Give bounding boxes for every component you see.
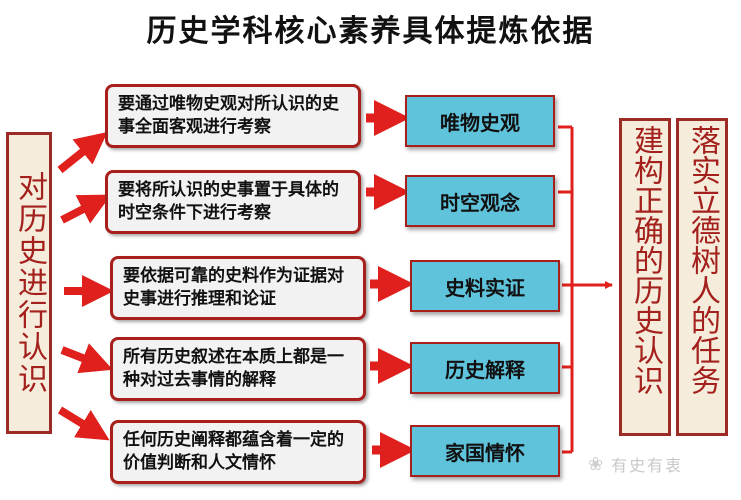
left-arrow-5 xyxy=(57,406,110,441)
wechat-icon: ❀ xyxy=(588,453,606,475)
desc-box-4: 所有历史叙述在本质上都是一种对过去事情的解释 xyxy=(110,337,366,401)
concept-box-5: 家国情怀 xyxy=(410,425,560,477)
left-arrow-4 xyxy=(60,343,113,374)
right-label-2: 落实立德树人的任务 xyxy=(685,125,720,395)
desc-box-2: 要将所认识的史事置于具体的时空条件下进行考察 xyxy=(105,170,361,234)
right-label-box-2: 落实立德树人的任务 xyxy=(676,118,728,436)
right-label-1: 建构正确的历史认识 xyxy=(628,125,663,395)
watermark: ❀ 有史有衷 xyxy=(588,452,683,476)
desc-box-3: 要依据可靠的史料作为证据对史事进行推理和论证 xyxy=(110,256,366,320)
desc-box-5: 任何历史阐释都蕴含着一定的价值判断和人文情怀 xyxy=(110,420,366,484)
left-label-box: 对历史进行认识 xyxy=(6,132,52,434)
left-label: 对历史进行认识 xyxy=(12,171,47,395)
desc-box-1: 要通过唯物史观对所认识的史事全面客观进行考察 xyxy=(105,84,361,148)
bracket-connector xyxy=(558,125,613,454)
concept-box-2: 时空观念 xyxy=(405,175,555,227)
left-arrow-1 xyxy=(57,132,108,174)
concept-box-1: 唯物史观 xyxy=(405,95,555,147)
page-title: 历史学科核心素养具体提炼依据 xyxy=(146,14,595,49)
watermark-text: 有史有衷 xyxy=(611,456,684,475)
left-arrow-2 xyxy=(60,194,112,224)
concept-box-4: 历史解释 xyxy=(410,342,560,394)
concept-box-3: 史料实证 xyxy=(410,260,560,312)
right-label-box-1: 建构正确的历史认识 xyxy=(619,118,671,436)
